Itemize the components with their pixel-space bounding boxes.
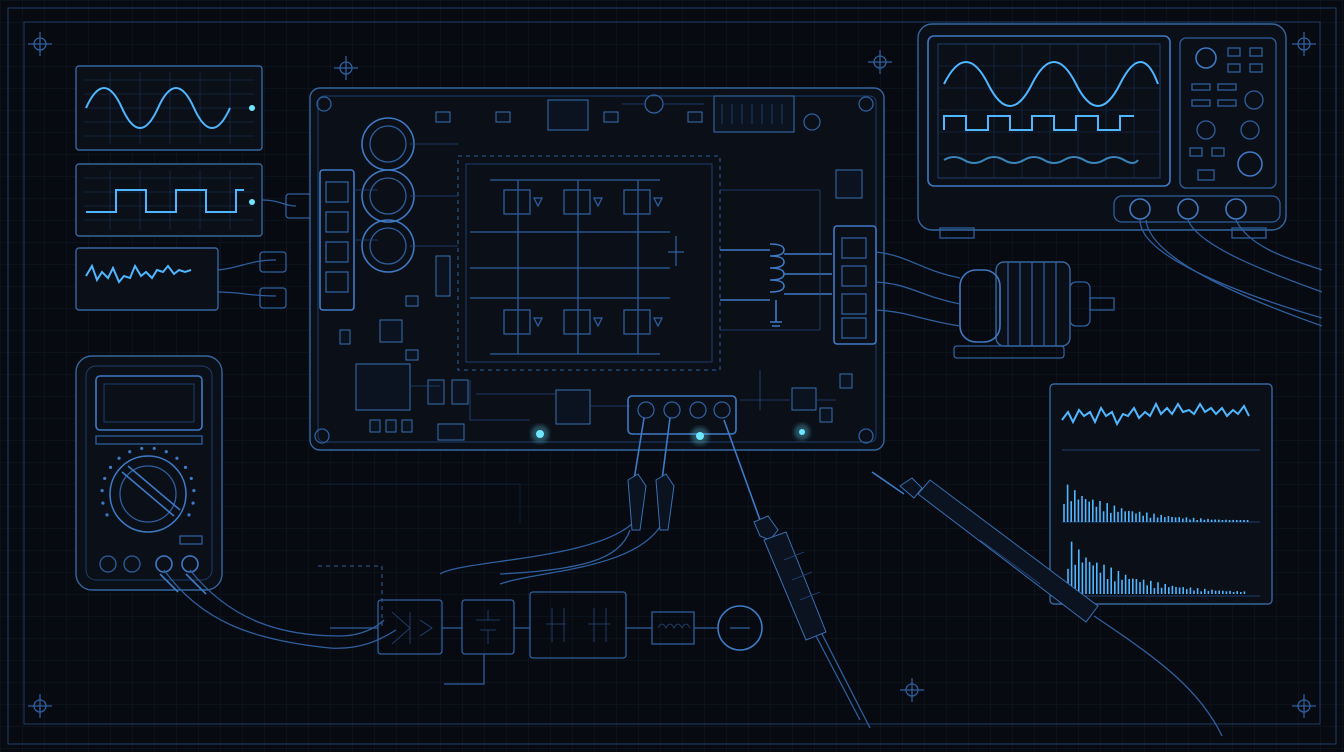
dial-mark	[175, 456, 179, 460]
motor	[875, 251, 1115, 359]
dial-mark	[187, 513, 191, 517]
dial-mark	[152, 446, 156, 451]
dial-mark	[189, 476, 193, 481]
inductor	[720, 243, 832, 327]
spectrum-panel	[1049, 383, 1273, 605]
scope-probe-cables	[1139, 219, 1323, 327]
registration-marks	[28, 32, 1316, 718]
multimeter-leads	[159, 569, 397, 649]
probe-black	[499, 417, 675, 575]
dial-mark	[117, 456, 121, 460]
dial-mark	[191, 501, 195, 505]
dial-mark	[105, 513, 109, 517]
square-wave-panel	[75, 163, 263, 237]
dial-mark	[128, 450, 132, 454]
probe-loose	[871, 471, 1223, 737]
noise-wave-panel	[75, 247, 219, 311]
dial-mark	[164, 450, 168, 454]
dial-mark	[108, 465, 113, 469]
circuit-board	[309, 87, 885, 451]
dial-mark	[192, 489, 196, 493]
dial-mark	[101, 501, 105, 505]
dial-mark	[183, 465, 188, 469]
probe-red	[723, 419, 871, 729]
dial-mark	[140, 446, 144, 451]
sine-wave-panel	[75, 65, 263, 151]
panel-cables	[217, 193, 313, 309]
power-chain-schematic	[318, 483, 763, 685]
dial-mark	[103, 476, 107, 481]
inner-frame	[23, 21, 1321, 725]
dial-mark	[100, 489, 104, 493]
outer-frame	[7, 7, 1337, 745]
multimeter	[75, 355, 223, 591]
oscilloscope	[917, 23, 1287, 239]
